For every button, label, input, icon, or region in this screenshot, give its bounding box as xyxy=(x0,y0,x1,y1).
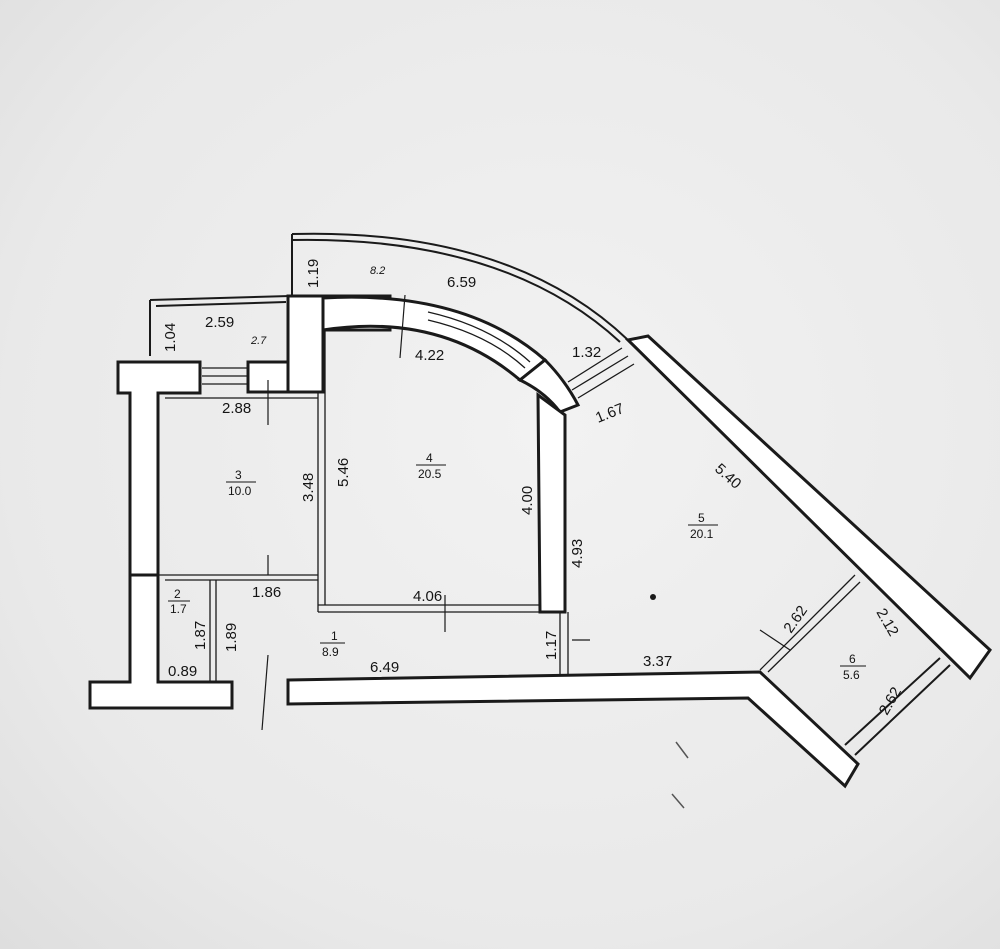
room-4-label: 4 20.5 xyxy=(416,451,446,481)
room-6-number: 6 xyxy=(849,652,856,666)
room2-partition xyxy=(209,580,217,682)
bottom-wall xyxy=(286,670,860,789)
dim-2-7: 2.7 xyxy=(250,335,267,347)
room5-left-partition xyxy=(559,612,569,676)
dim-2-88: 2.88 xyxy=(222,400,251,417)
room-4-number: 4 xyxy=(426,451,433,465)
dim-1-89: 1.89 xyxy=(223,623,240,652)
room-5-label: 5 20.1 xyxy=(688,511,718,541)
dim-4-93: 4.93 xyxy=(569,539,586,568)
room5-6-partition xyxy=(759,574,861,673)
top-left-window xyxy=(202,367,248,385)
dim-1-87: 1.87 xyxy=(192,621,209,650)
dim-6-49: 6.49 xyxy=(370,659,399,676)
room-3-label: 3 10.0 xyxy=(226,468,256,498)
balcony-6-rail xyxy=(844,657,951,756)
room-5-area: 20.1 xyxy=(690,527,714,541)
dim-1-32: 1.32 xyxy=(572,344,601,361)
dim-3-48: 3.48 xyxy=(300,473,317,502)
top-left-stub xyxy=(246,360,290,394)
dim-1-17: 1.17 xyxy=(543,631,560,660)
room-6-label: 6 5.6 xyxy=(840,652,866,682)
dim-2-62-upper: 2.62 xyxy=(780,603,811,637)
room-3-number: 3 xyxy=(235,468,242,482)
room-1-area: 8.9 xyxy=(322,645,339,659)
dim-1-67: 1.67 xyxy=(593,400,626,427)
room-4-area: 20.5 xyxy=(418,467,442,481)
dim-4-22: 4.22 xyxy=(415,347,444,364)
jamb-right xyxy=(517,357,581,414)
curved-inner-wall xyxy=(321,295,548,382)
room-2-area: 1.7 xyxy=(170,602,187,616)
dim-5-46: 5.46 xyxy=(335,458,352,487)
room-5-number: 5 xyxy=(698,511,705,525)
room-2-label: 2 1.7 xyxy=(168,587,190,616)
dim-3-37: 3.37 xyxy=(643,653,672,670)
curved-balcony-arc-inner xyxy=(291,238,621,343)
dim-2-59: 2.59 xyxy=(205,314,234,331)
ink-dot xyxy=(650,594,656,600)
top-left-balcony-rail xyxy=(149,295,291,356)
room4-bottom-partition xyxy=(318,604,540,613)
dim-1-19: 1.19 xyxy=(305,259,322,288)
dim-6-59: 6.59 xyxy=(447,274,476,291)
walls xyxy=(88,232,992,789)
right-diagonal-wall xyxy=(624,334,992,681)
room3-bottom-partition xyxy=(158,574,318,581)
dim-4-00: 4.00 xyxy=(519,486,536,515)
room-labels: 1 8.9 2 1.7 3 10.0 4 20.5 5 20.1 6 5.6 xyxy=(168,451,866,682)
pencil-mark-1 xyxy=(675,741,689,759)
dim-8-2: 8.2 xyxy=(370,265,385,277)
left-lower-wall xyxy=(88,573,234,710)
pencil-mark-2 xyxy=(671,793,685,809)
dim-4-06: 4.06 xyxy=(413,588,442,605)
room-3-area: 10.0 xyxy=(228,484,252,498)
room-1-number: 1 xyxy=(331,629,338,643)
dim-0-89: 0.89 xyxy=(168,663,197,680)
room-1-label: 1 8.9 xyxy=(320,629,345,659)
dim-1-04: 1.04 xyxy=(162,323,179,352)
right-curve-window xyxy=(567,347,635,399)
dim-1-86: 1.86 xyxy=(252,584,281,601)
room-2-number: 2 xyxy=(174,587,181,601)
curved-window xyxy=(427,311,531,369)
left-wall xyxy=(116,360,202,577)
tick-marks xyxy=(261,294,791,731)
dim-5-40: 5.40 xyxy=(711,460,744,492)
room4-right-wall xyxy=(536,392,567,614)
dim-2-12: 2.12 xyxy=(873,606,902,640)
room-6-area: 5.6 xyxy=(843,668,860,682)
curved-balcony-arc xyxy=(291,232,629,341)
